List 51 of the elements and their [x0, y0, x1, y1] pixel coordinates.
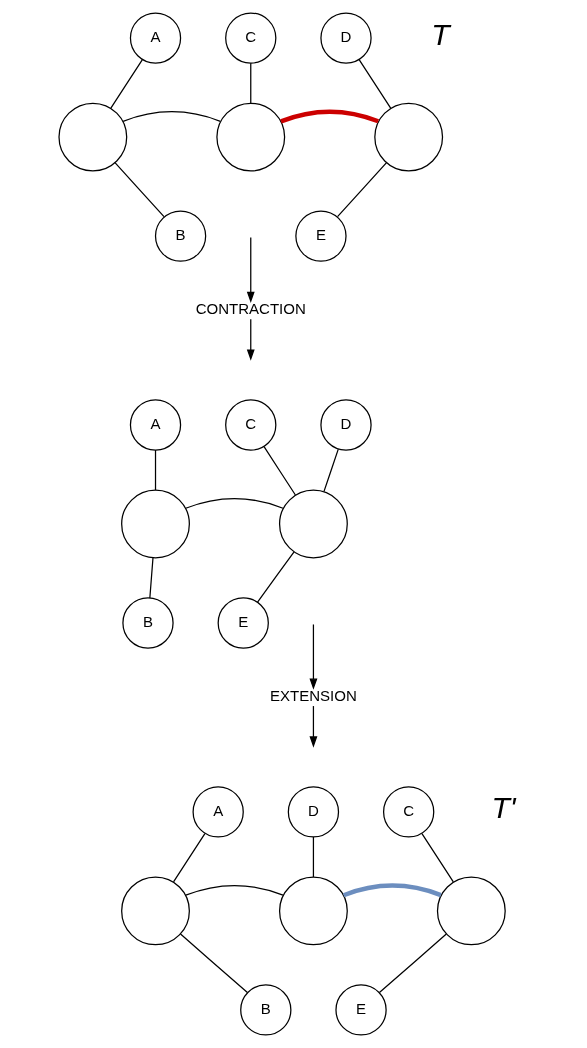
connector — [262, 446, 296, 496]
node-circle — [120, 876, 190, 946]
connector — [154, 449, 156, 491]
node-circle — [120, 489, 190, 559]
connector — [279, 109, 379, 124]
node-circle — [215, 102, 285, 172]
node-circle — [57, 102, 127, 172]
node-circle — [373, 102, 443, 172]
node-circle: D — [287, 786, 339, 838]
connector — [113, 162, 165, 218]
node-circle: D — [319, 399, 372, 451]
arrow — [246, 236, 255, 303]
connector — [256, 551, 294, 603]
connector — [184, 884, 284, 896]
node-circle — [278, 876, 348, 946]
node-circle: B — [121, 597, 174, 649]
node-circle: C — [224, 12, 276, 64]
node-circle: A — [129, 12, 181, 64]
connector — [312, 836, 314, 878]
node-circle: C — [224, 399, 276, 451]
connector — [184, 498, 284, 509]
label: T — [430, 17, 450, 51]
connector — [378, 933, 447, 994]
node-circle — [278, 489, 348, 559]
connector — [322, 448, 339, 493]
node-circle: E — [217, 597, 269, 649]
node-circle: B — [239, 984, 291, 1036]
node-text: CONTRACTION — [195, 299, 306, 317]
connector — [121, 111, 221, 122]
connector — [172, 833, 205, 883]
connector — [336, 162, 387, 218]
connector — [249, 62, 251, 104]
node-circle: C — [382, 786, 434, 838]
arrow — [246, 318, 255, 361]
node-circle: E — [334, 984, 387, 1036]
connector — [109, 59, 143, 109]
node-circle: B — [154, 210, 206, 262]
node-circle: D — [319, 12, 372, 64]
arrow — [308, 623, 317, 690]
connector — [358, 59, 391, 109]
connector — [179, 933, 248, 994]
arrow — [308, 705, 317, 748]
node-circle: A — [192, 786, 244, 838]
connector — [420, 833, 454, 883]
connector — [342, 883, 442, 898]
connector — [148, 557, 154, 599]
node-circle — [436, 876, 506, 946]
label: T' — [490, 791, 515, 825]
node-circle: E — [294, 210, 347, 262]
node-text: EXTENSION — [269, 686, 357, 704]
node-circle: A — [129, 399, 181, 451]
